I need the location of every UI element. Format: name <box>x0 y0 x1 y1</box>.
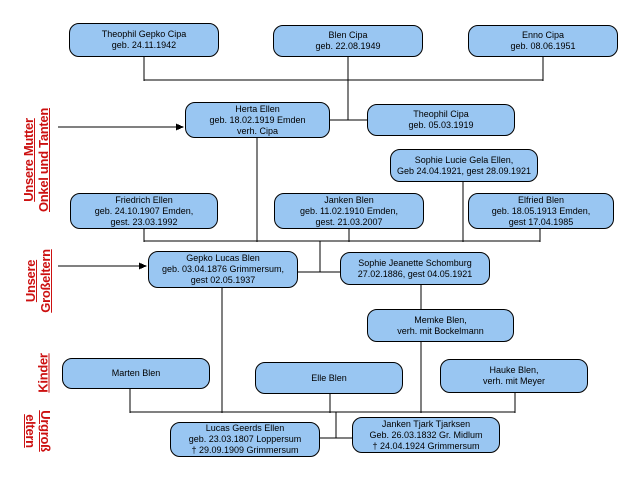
person-box-memke-blen[interactable]: Memke Blen, verh. mit Bockelmann <box>367 309 514 342</box>
person-box-friedrich-ellen[interactable]: Friedrich Ellen geb. 24.10.1907 Emden, g… <box>70 193 218 229</box>
section-label-kinder: Kinder <box>35 353 51 393</box>
person-box-theophil-gepko-cipa[interactable]: Theophil Gepko Cipa geb. 24.11.1942 <box>69 23 219 57</box>
arrow-to-gepko-icon <box>139 262 147 270</box>
person-box-lucas-geerds-ellen[interactable]: Lucas Geerds Ellen geb. 23.03.1807 Loppe… <box>170 422 320 457</box>
person-box-sophie-jeanette-schomburg[interactable]: Sophie Jeanette Schomburg 27.02.1886, ge… <box>340 252 490 285</box>
section-label-unsere-mutter-onkel-und-tanten: Unsere Mutter Onkel und Tanten <box>21 107 51 213</box>
person-box-janken-tjark-tjarksen[interactable]: Janken Tjark Tjarksen Geb. 26.03.1832 Gr… <box>352 417 500 453</box>
person-box-janken-blen[interactable]: Janken Blen geb. 11.02.1910 Emden, gest.… <box>274 193 424 229</box>
person-box-elfried-blen[interactable]: Elfried Blen geb. 18.05.1913 Emden, gest… <box>468 193 614 229</box>
arrow-to-herta-icon <box>176 123 184 131</box>
person-box-marten-blen[interactable]: Marten Blen <box>62 358 210 389</box>
section-label-urgrosseltern: Urgroß eltern <box>23 410 53 452</box>
person-box-blen-cipa[interactable]: Blen Cipa geb. 22.08.1949 <box>273 25 423 57</box>
person-box-elle-blen[interactable]: Elle Blen <box>255 362 403 394</box>
section-label-unsere-grosseltern: Unsere Großeltern <box>23 249 53 313</box>
person-box-theophil-cipa[interactable]: Theophil Cipa geb. 05.03.1919 <box>367 104 515 136</box>
person-box-herta-ellen[interactable]: Herta Ellen geb. 18.02.1919 Emden verh. … <box>185 102 330 138</box>
person-box-hauke-blen[interactable]: Hauke Blen, verh. mit Meyer <box>440 359 588 393</box>
person-box-gepko-lucas-blen[interactable]: Gepko Lucas Blen geb. 03.04.1876 Grimmer… <box>148 251 298 288</box>
person-box-sophie-lucie-gela-ellen[interactable]: Sophie Lucie Gela Ellen, Geb 24.04.1921,… <box>390 149 538 182</box>
person-box-enno-cipa[interactable]: Enno Cipa geb. 08.06.1951 <box>468 25 618 57</box>
